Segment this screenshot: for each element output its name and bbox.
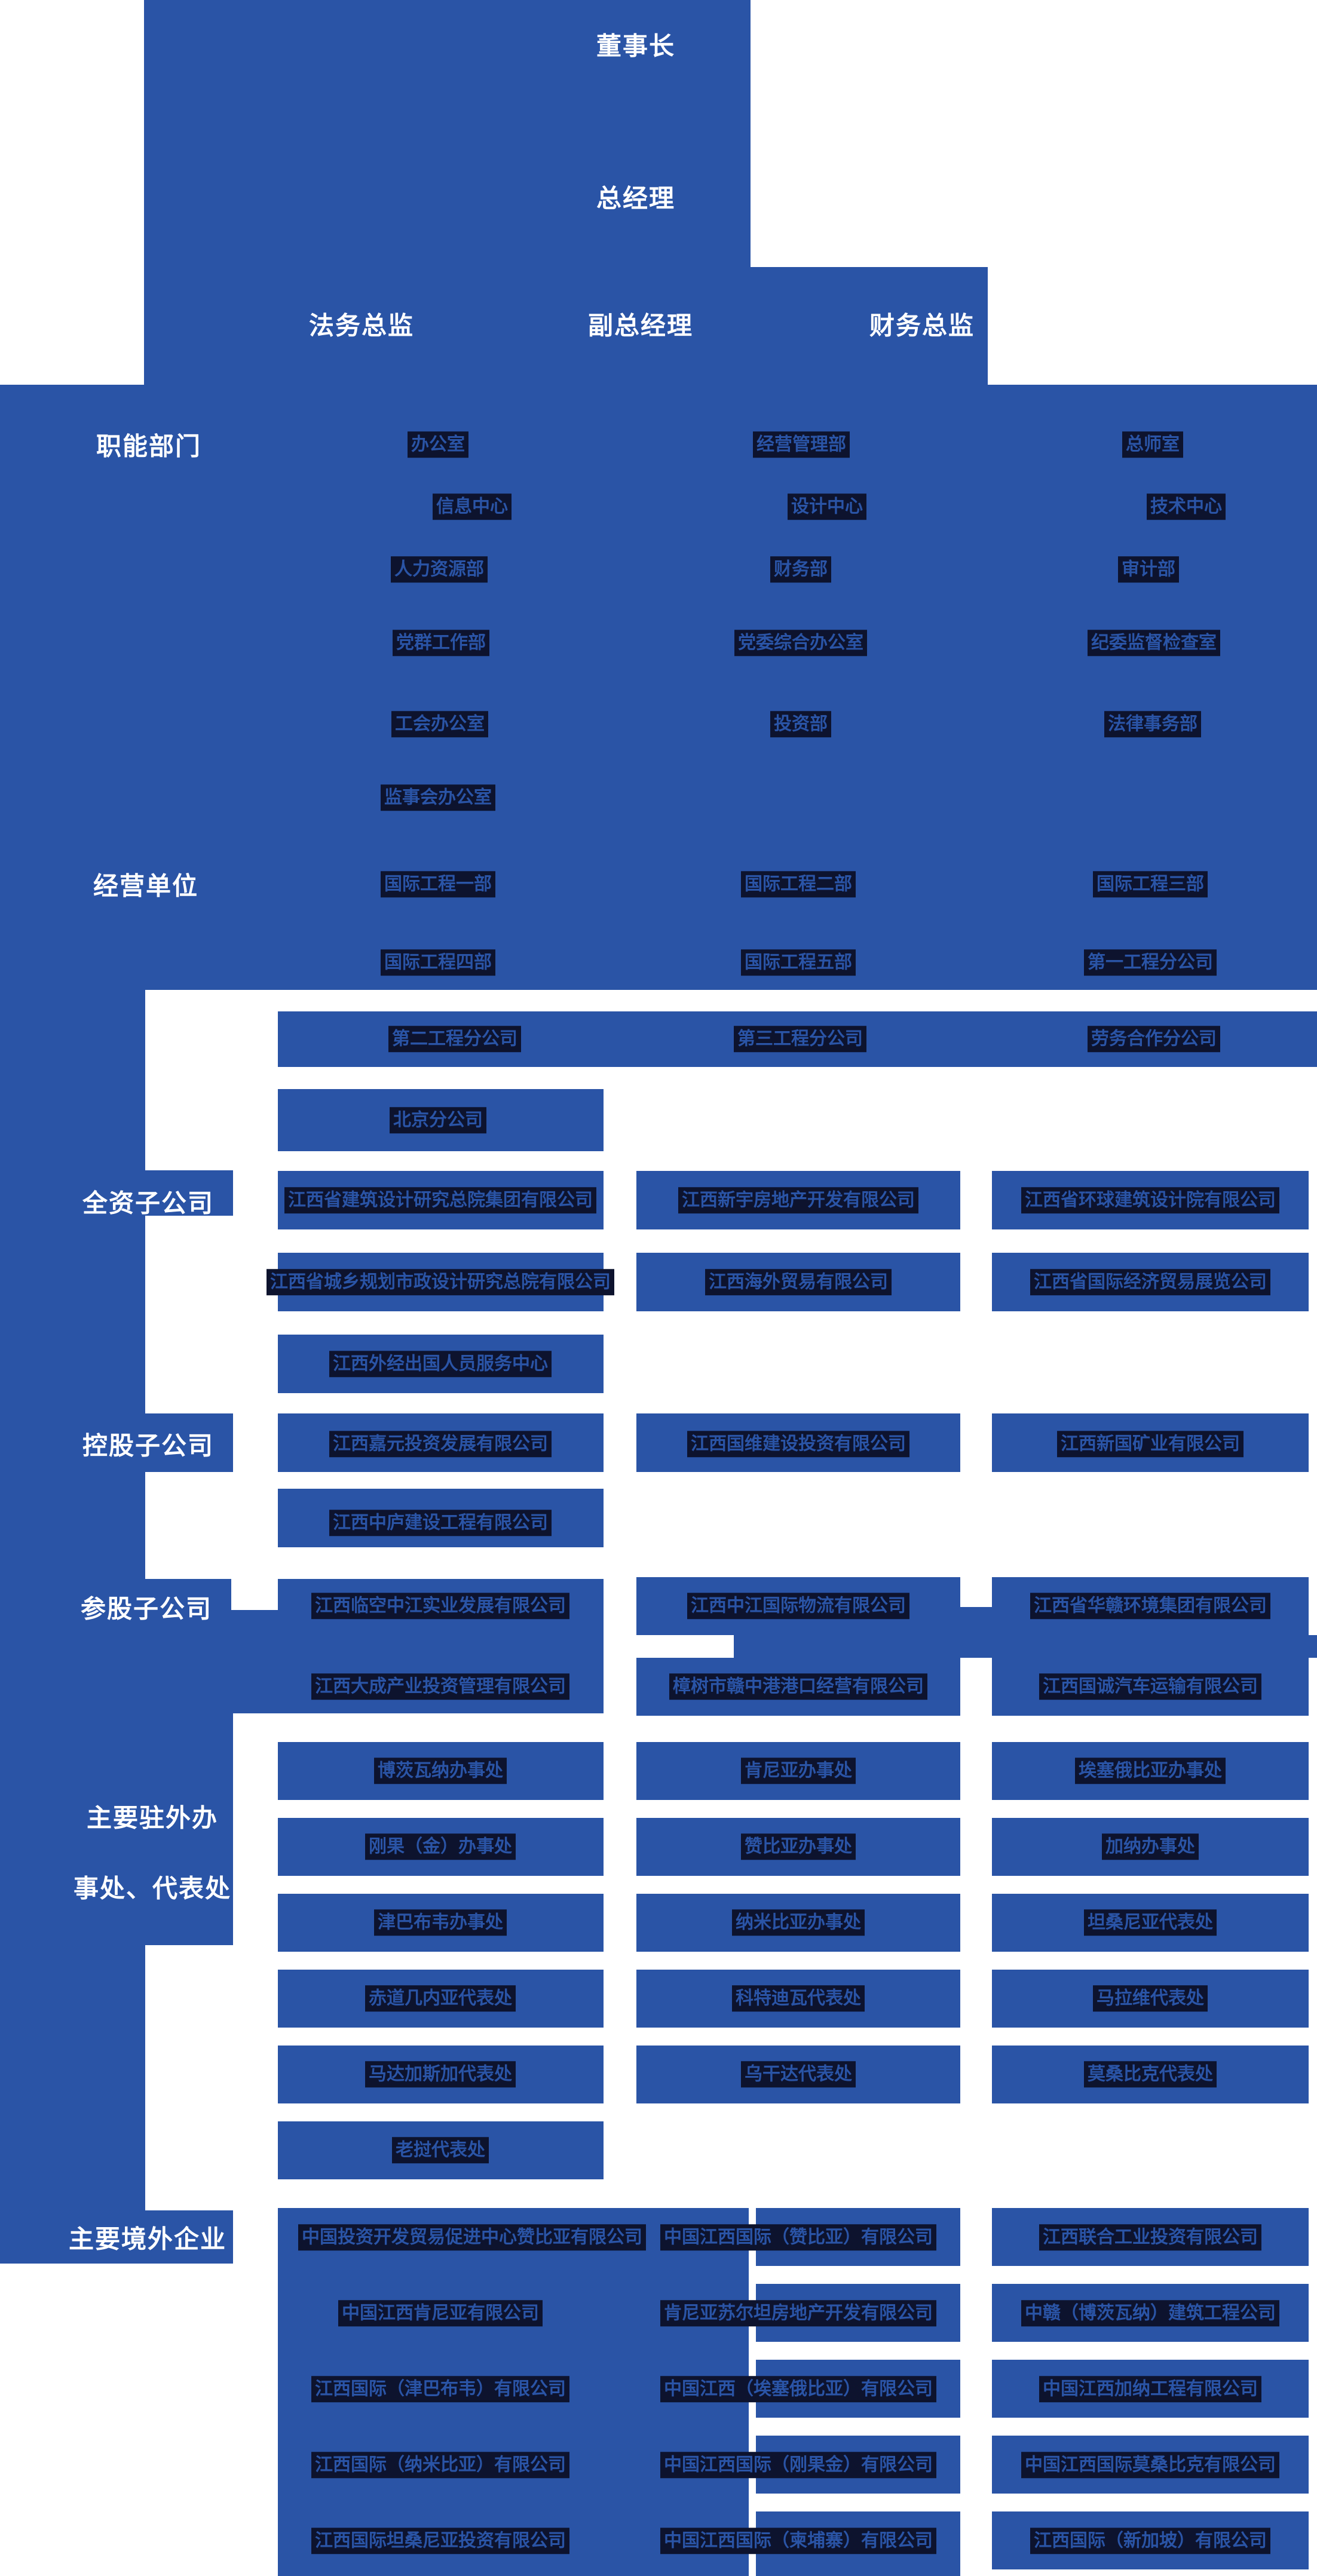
org-node-wholly-3-1: 江西外经出国人员服务中心 (329, 1351, 552, 1377)
org-node-overseas-1-1: 中国投资开发贸易促进中心赞比亚有限公司 (298, 2224, 646, 2250)
label-finance-director: 财务总监 (869, 311, 975, 340)
org-node-overseas-5-2: 中国江西国际（柬埔寨）有限公司 (660, 2528, 936, 2554)
org-node-overseas-2-1: 中国江西肯尼亚有限公司 (338, 2300, 543, 2326)
org-node-func-2-2: 设计中心 (788, 493, 866, 520)
label-general-manager: 总经理 (596, 184, 676, 213)
org-node-stake-1-1: 江西临空中江实业发展有限公司 (311, 1593, 569, 1619)
org-node-func-2-3: 技术中心 (1147, 493, 1226, 520)
org-node-func-4-3: 纪委监督检查室 (1088, 630, 1220, 656)
org-node-func-4-1: 党群工作部 (393, 630, 489, 656)
label-section-stake: 参股子公司 (80, 1594, 213, 1623)
org-node-func-1-3: 总师室 (1122, 431, 1183, 458)
label-section-overseas: 主要境外企业 (68, 2225, 227, 2253)
org-node-stake-2-1: 江西大成产业投资管理有限公司 (311, 1673, 569, 1700)
org-node-holding-1-1: 江西嘉元投资发展有限公司 (329, 1431, 552, 1457)
wholly-label-block (145, 1170, 233, 1216)
org-node-biz-3-1: 第二工程分公司 (388, 1026, 521, 1052)
org-node-overseas-4-1: 江西国际（纳米比亚）有限公司 (311, 2452, 569, 2478)
org-node-office-5-3: 莫桑比克代表处 (1084, 2061, 1217, 2087)
left-spine (0, 990, 145, 2264)
stake-label-ext (231, 1610, 281, 1713)
org-node-office-1-1: 博茨瓦纳办事处 (374, 1758, 507, 1784)
org-node-biz-2-1: 国际工程四部 (381, 949, 495, 976)
org-node-stake-1-2: 江西中江国际物流有限公司 (687, 1593, 909, 1619)
label-section-functional-departments: 职能部门 (96, 432, 202, 461)
org-node-biz-1-3: 国际工程三部 (1093, 871, 1208, 897)
org-node-biz-2-3: 第一工程分公司 (1084, 949, 1217, 976)
org-node-func-5-3: 法律事务部 (1104, 711, 1201, 737)
office-label-block (145, 1754, 233, 1945)
org-node-func-5-2: 投资部 (770, 711, 831, 737)
org-node-overseas-5-1: 江西国际坦桑尼亚投资有限公司 (311, 2528, 569, 2554)
org-node-office-3-3: 坦桑尼亚代表处 (1084, 1909, 1217, 1936)
holding-label-block (145, 1413, 233, 1472)
org-node-overseas-3-2: 中国江西（埃塞俄比亚）有限公司 (660, 2376, 936, 2402)
org-node-overseas-3-1: 江西国际（津巴布韦）有限公司 (311, 2376, 569, 2402)
top-block (144, 0, 751, 267)
org-node-biz-3-2: 第三工程分公司 (734, 1026, 866, 1052)
stake-label-block (145, 1579, 231, 1713)
overseas-label-block (145, 2210, 233, 2264)
org-node-biz-4-1: 北京分公司 (390, 1107, 486, 1133)
org-node-wholly-1-1: 江西省建筑设计研究总院集团有限公司 (284, 1187, 596, 1213)
label-deputy-general-manager: 副总经理 (587, 311, 694, 340)
org-node-office-4-1: 赤道几内亚代表处 (365, 1985, 516, 2011)
org-node-stake-1-3: 江西省华赣环境集团有限公司 (1030, 1593, 1270, 1619)
label-section-offices-line1: 主要驻外办 (86, 1804, 219, 1832)
org-node-func-3-3: 审计部 (1118, 556, 1179, 582)
org-node-overseas-1-3: 江西联合工业投资有限公司 (1039, 2224, 1261, 2250)
org-node-func-5-1: 工会办公室 (391, 711, 488, 737)
org-node-holding-1-2: 江西国维建设投资有限公司 (687, 1431, 909, 1457)
org-node-func-1-2: 经营管理部 (753, 431, 850, 458)
org-node-overseas-4-2: 中国江西国际（刚果金）有限公司 (660, 2452, 936, 2478)
org-node-wholly-1-3: 江西省环球建筑设计院有限公司 (1021, 1187, 1279, 1213)
org-node-wholly-2-3: 江西省国际经济贸易展览公司 (1030, 1269, 1270, 1295)
org-node-biz-1-2: 国际工程二部 (741, 871, 856, 897)
mid-band (144, 267, 988, 385)
org-node-holding-1-3: 江西新国矿业有限公司 (1057, 1431, 1244, 1457)
org-node-overseas-2-2: 肯尼亚苏尔坦房地产开发有限公司 (660, 2300, 936, 2326)
org-node-overseas-4-3: 中国江西国际莫桑比克有限公司 (1021, 2452, 1279, 2478)
org-node-holding-2-1: 江西中庐建设工程有限公司 (329, 1510, 552, 1536)
org-node-wholly-1-2: 江西新宇房地产开发有限公司 (678, 1187, 918, 1213)
org-node-office-4-3: 马拉维代表处 (1093, 1985, 1208, 2011)
office-connector (145, 1713, 233, 1754)
org-node-office-5-2: 乌干达代表处 (741, 2061, 856, 2087)
org-node-office-3-2: 纳米比亚办事处 (732, 1909, 865, 1936)
org-node-overseas-2-3: 中赣（博茨瓦纳）建筑工程公司 (1021, 2300, 1279, 2326)
org-node-office-1-2: 肯尼亚办事处 (741, 1758, 856, 1784)
org-node-stake-2-3: 江西国诚汽车运输有限公司 (1039, 1673, 1261, 1700)
org-node-biz-2-2: 国际工程五部 (741, 949, 856, 976)
org-node-overseas-1-2: 中国江西国际（赞比亚）有限公司 (660, 2224, 936, 2250)
label-section-wholly-owned: 全资子公司 (82, 1189, 215, 1218)
org-node-office-2-1: 刚果（金）办事处 (365, 1833, 516, 1860)
org-node-func-3-2: 财务部 (770, 556, 831, 582)
org-node-office-1-3: 埃塞俄比亚办事处 (1075, 1758, 1226, 1784)
org-node-overseas-3-3: 中国江西加纳工程有限公司 (1039, 2376, 1261, 2402)
label-section-holding: 控股子公司 (82, 1431, 215, 1460)
org-node-func-1-1: 办公室 (408, 431, 468, 458)
org-node-func-4-2: 党委综合办公室 (734, 630, 867, 656)
org-node-biz-1-1: 国际工程一部 (381, 871, 495, 897)
org-node-wholly-2-2: 江西海外贸易有限公司 (705, 1269, 892, 1295)
org-node-biz-3-3: 劳务合作分公司 (1088, 1026, 1220, 1052)
label-legal-director: 法务总监 (308, 311, 415, 340)
org-node-office-6-1: 老挝代表处 (392, 2137, 489, 2163)
org-node-office-4-2: 科特迪瓦代表处 (732, 1985, 865, 2011)
org-node-office-3-1: 津巴布韦办事处 (374, 1909, 507, 1936)
org-node-office-2-2: 赞比亚办事处 (741, 1833, 856, 1860)
label-section-offices-line2: 事处、代表处 (73, 1874, 232, 1903)
org-node-office-5-1: 马达加斯加代表处 (365, 2061, 516, 2087)
org-node-office-2-3: 加纳办事处 (1102, 1833, 1199, 1860)
org-node-stake-2-2: 樟树市赣中港港口经营有限公司 (669, 1673, 927, 1700)
label-section-business-units: 经营单位 (93, 872, 199, 900)
org-node-func-2-1: 信息中心 (433, 493, 512, 520)
stake-strip (734, 1635, 1317, 1658)
org-node-overseas-5-3: 江西国际（新加坡）有限公司 (1030, 2528, 1270, 2554)
org-node-func-3-1: 人力资源部 (391, 556, 488, 582)
org-node-wholly-2-1: 江西省城乡规划市政设计研究总院有限公司 (267, 1269, 614, 1295)
org-node-func-6-1: 监事会办公室 (381, 784, 495, 811)
label-chairman: 董事长 (596, 32, 676, 60)
stake-bridge (960, 1607, 992, 1658)
